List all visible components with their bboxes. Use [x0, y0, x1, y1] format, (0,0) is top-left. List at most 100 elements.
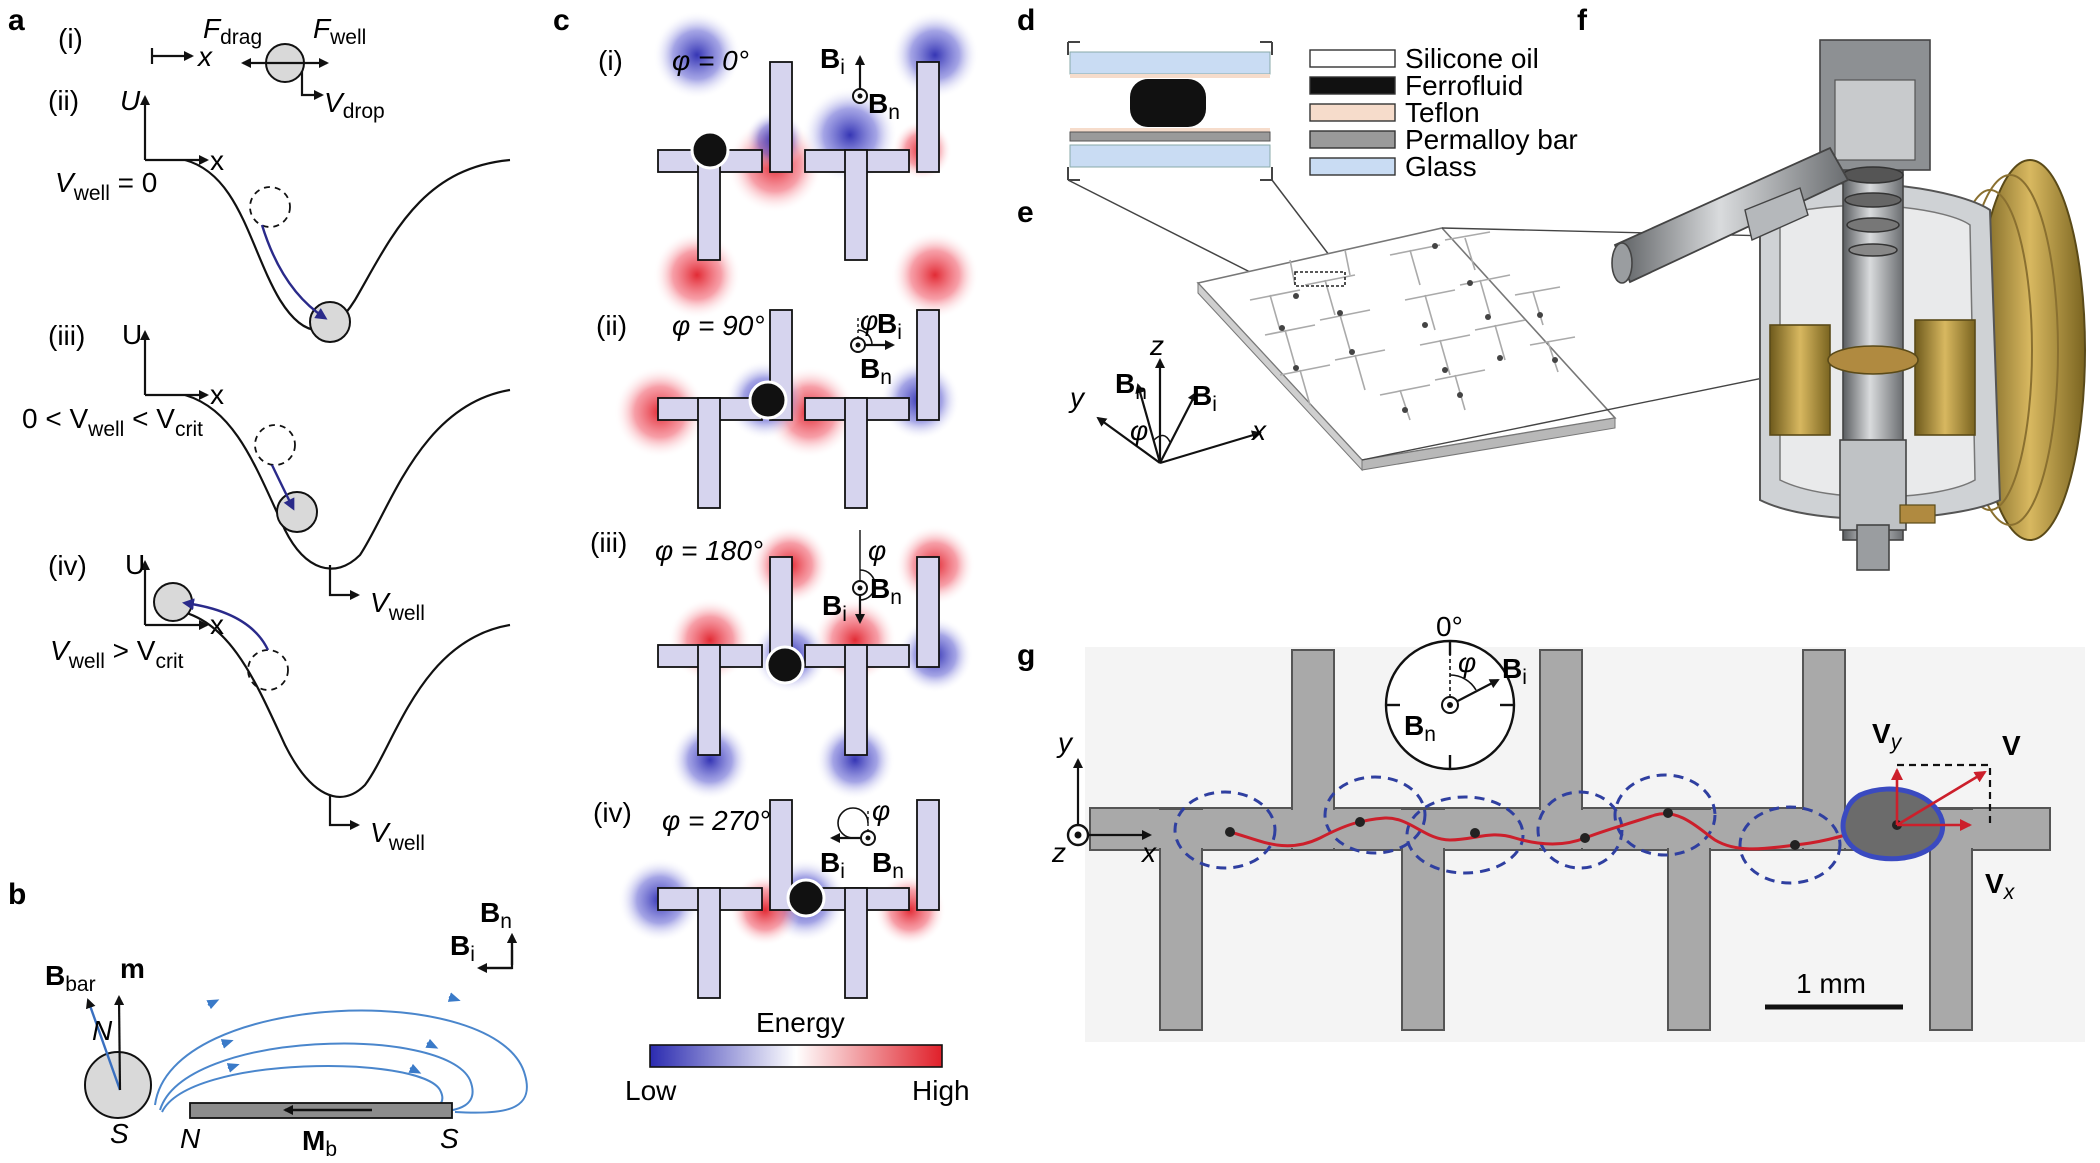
u-axis-label: U: [125, 549, 145, 580]
x-axis-label: x: [210, 609, 224, 640]
chip-edge: [1361, 417, 1616, 471]
bn-dot: [855, 342, 861, 348]
bn-vector: [1135, 383, 1162, 464]
phi-arc: [837, 807, 869, 839]
phi-label-iii: φ = 180°: [655, 535, 763, 566]
top-block-cut: [1834, 79, 1916, 161]
phi-arc: [857, 329, 873, 346]
initial-droplet-outline: [249, 186, 291, 228]
x-axis-label: x: [210, 145, 224, 176]
energy-map-row-ii: [614, 309, 960, 509]
field-arrow: [425, 1038, 439, 1049]
m-label: m: [120, 953, 145, 984]
droplet-icon: [309, 301, 351, 343]
bottom-shaft: [1856, 524, 1890, 571]
bn-label: Bn: [1115, 368, 1147, 404]
potential-curve: [174, 608, 511, 798]
droplet-outlines: [1173, 773, 1842, 885]
phi-label: φ: [1458, 647, 1476, 678]
n-pole-label: N: [92, 1015, 113, 1046]
t-bar-vertical: [844, 149, 868, 261]
droplet-icon: [786, 878, 826, 918]
z-axis-dot: [1074, 831, 1082, 839]
glass-layer-top: [1069, 51, 1271, 75]
high-energy-lobe: [653, 231, 741, 319]
droplet-icon: [765, 645, 805, 685]
vx-label: Vx: [1985, 868, 2016, 904]
scale-bar-label: 1 mm: [1796, 968, 1866, 999]
row-numeral-iii: (iii): [590, 527, 627, 558]
panel-d: Silicone oil Ferrofluid Teflon Permalloy…: [1067, 41, 1578, 273]
panel-g: Vy V Vx y x z 0° φ Bi Bn 1 mm: [1051, 611, 2085, 1042]
low-energy-lobe: [815, 720, 895, 800]
high-energy-lobe: [891, 231, 979, 319]
bn-label: Bn: [872, 847, 904, 883]
fdrag-label: Fdrag: [203, 13, 262, 49]
phi-symbol: φ: [860, 305, 878, 336]
field-arrow: [206, 999, 220, 1010]
zoom-bracket: [1067, 41, 1273, 181]
bn-dot: [857, 585, 863, 591]
x-axis-label: x: [210, 379, 224, 410]
zoom-box: [1294, 271, 1346, 287]
glass-layer-bottom: [1069, 144, 1271, 168]
row-numeral-i: (i): [58, 23, 83, 54]
sample-stage: [1827, 345, 1919, 375]
bi-axis-line: [484, 950, 514, 970]
droplet-path-arrow: [270, 464, 295, 511]
low-energy-lobe: [653, 11, 741, 99]
droplet-icon: [748, 380, 788, 420]
panel-b: Bbar m N S N S Mb Bn Bi: [45, 897, 528, 1161]
vwell-arrow: [328, 565, 360, 600]
field-indicator-i: Bi Bn: [820, 43, 900, 124]
velocity-vector: [1896, 770, 1987, 827]
bi-label: Bi: [820, 43, 845, 79]
bn-label: Bn: [860, 353, 892, 389]
phi-arc: [859, 569, 876, 601]
s-pole-label: S: [110, 1118, 129, 1149]
fwell-label: Fwell: [313, 13, 366, 49]
bi-label: Bi: [820, 847, 845, 883]
y-label: y: [1068, 382, 1086, 413]
low-energy-lobe: [670, 720, 750, 800]
bi-arrow: [1449, 679, 1500, 706]
bn-label: Bn: [868, 88, 900, 124]
bi-vector: [1159, 391, 1197, 464]
coil-left: [1769, 324, 1831, 436]
row-numeral-ii: (ii): [596, 310, 627, 341]
teflon-layer-top: [1070, 74, 1270, 78]
panel-label-g: g: [1017, 639, 1035, 672]
field-line: [154, 1009, 528, 1114]
field-arrow: [226, 1063, 240, 1073]
bn-label: Bn: [480, 897, 512, 933]
panel-c: (i) φ = 0° (ii) φ = 90° (iii) φ = 180° (…: [590, 11, 979, 1106]
x-axis: [1159, 430, 1262, 465]
legend-label-ferrofluid: Ferrofluid: [1405, 70, 1523, 101]
z-label: z: [1051, 837, 1066, 868]
phi-label: φ: [1130, 415, 1148, 446]
teflon-layer-bottom: [1070, 128, 1270, 132]
y-axis: [1096, 416, 1161, 464]
initial-droplet-outline: [254, 424, 296, 466]
panel-label-b: b: [8, 878, 26, 911]
droplet-path-arrow: [182, 598, 270, 651]
phi-symbol: φ: [868, 535, 886, 566]
t-bar-vertical: [844, 887, 868, 999]
legend-swatch-silicone-oil: [1309, 49, 1396, 68]
bi-label: Bi: [822, 590, 847, 626]
row-numeral-ii: (ii): [48, 85, 79, 116]
legend-label-glass: Glass: [1405, 151, 1477, 182]
phi-label-i: φ = 0°: [672, 45, 749, 76]
phi-label-ii: φ = 90°: [672, 310, 765, 341]
droplet-path-arrow: [260, 224, 328, 320]
material-legend: Silicone oil Ferrofluid Teflon Permalloy…: [1309, 43, 1578, 182]
bn-dot: [857, 93, 863, 99]
t-bar-vertical: [697, 397, 721, 509]
legend-swatch-glass: [1309, 157, 1396, 176]
panel-label-d: d: [1017, 4, 1035, 37]
row-numeral-iv: (iv): [48, 550, 87, 581]
panel-label-f: f: [1577, 4, 1588, 37]
bn-dot: [865, 835, 871, 841]
field-indicator-ii: φ Bi Bn: [850, 305, 902, 389]
